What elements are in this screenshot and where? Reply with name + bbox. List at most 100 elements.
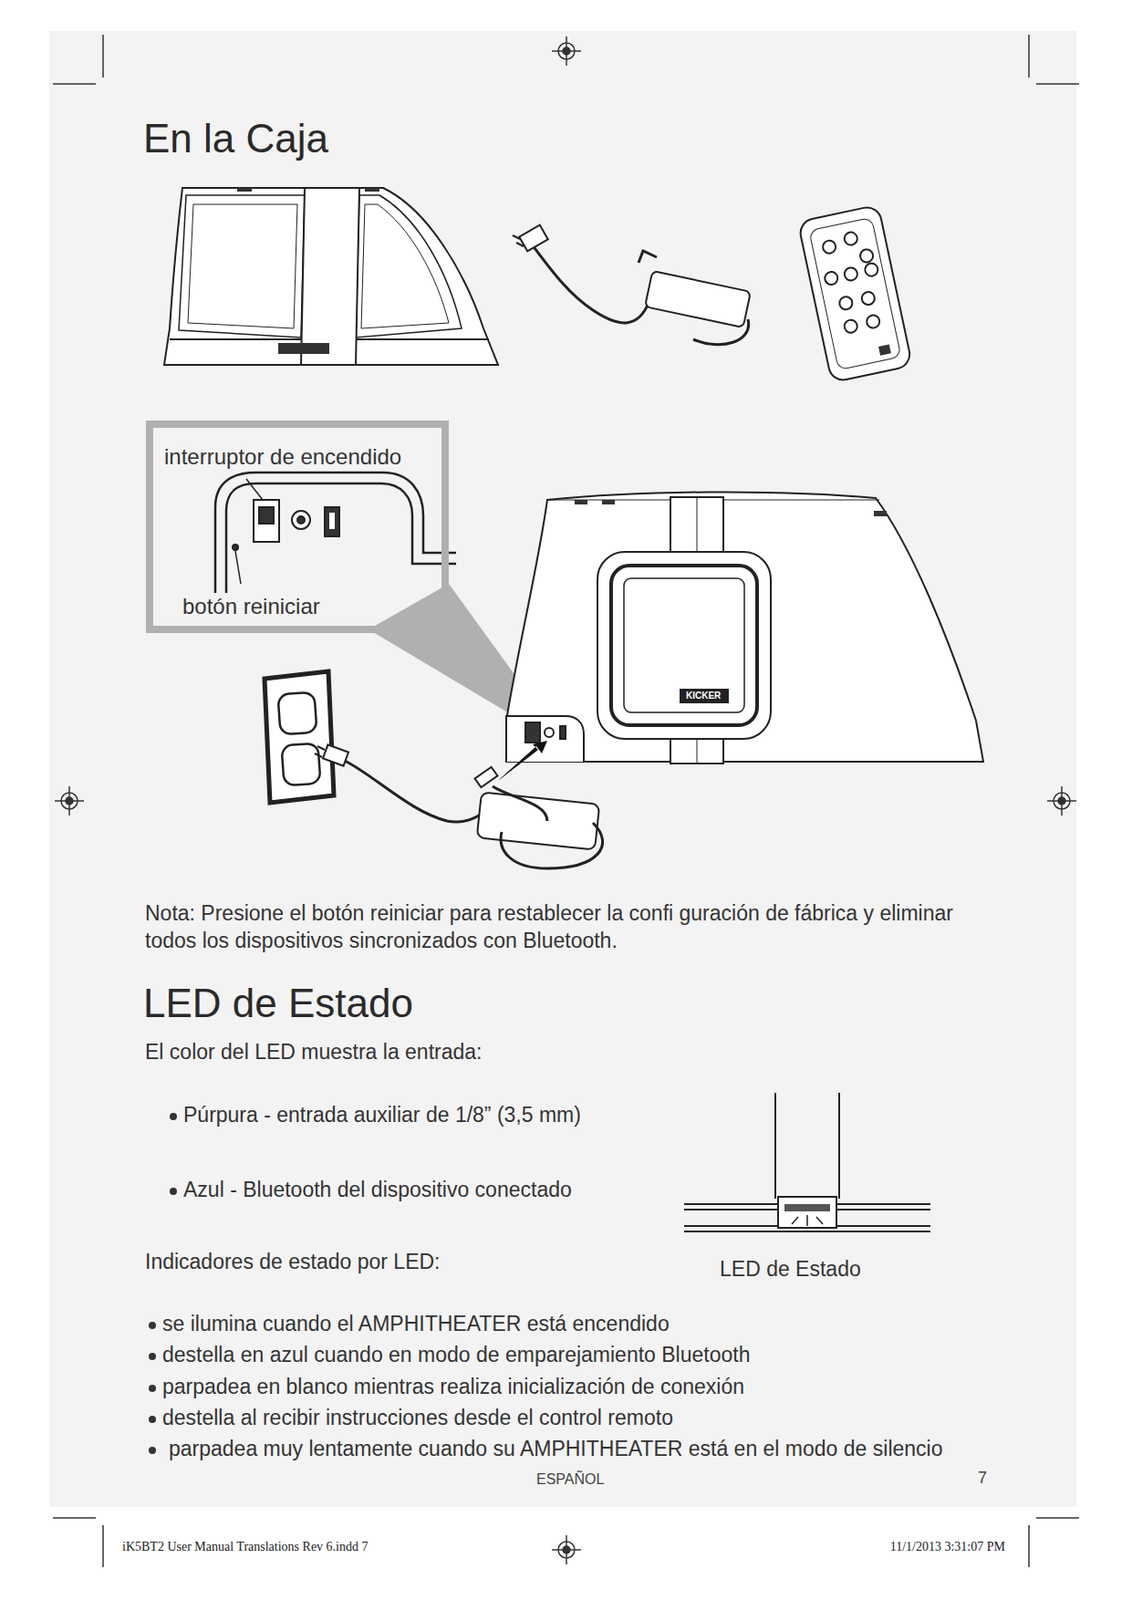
drawing-line [684,1208,780,1211]
drawing-rect [623,578,745,713]
bullet-dot [169,1187,177,1195]
drawing-rect [597,551,771,739]
input-item: Azul - Bluetooth del dispositivo conecta… [183,1177,572,1204]
drawing-line [684,1203,780,1205]
drawing-circle [821,238,838,255]
drawing-rect [281,743,322,787]
drawing-rect [611,565,758,726]
drawing-rect [878,343,892,355]
drawing-path [500,822,603,869]
bullet-dot [169,1112,177,1121]
drawing-circle [842,230,859,247]
drawing-rect [329,512,335,530]
drawing-rect [278,692,318,736]
drawing-line [834,1208,931,1211]
drawing-rect [809,217,902,370]
front-speaker [164,187,499,365]
wall-outlet [264,671,334,803]
note-text: Nota: Presione el botón reiniciar para r… [145,899,971,956]
drawing-rect [519,225,549,252]
drawing-path [301,187,360,365]
page-heading: En la Caja [143,114,329,164]
drawing-circle [838,295,854,312]
callout-box: interruptor de encendido botón reiniciar [145,420,449,634]
drawing-path [506,491,984,762]
drawing-path [178,195,305,338]
rear-panel-detail [215,472,457,593]
drawing-circle [544,727,554,738]
drawing-line [834,1225,931,1227]
drawing-path [529,240,650,323]
power-adapter-connected [314,740,603,869]
drawing-line [68,786,71,816]
drawing-path [361,204,449,329]
drawing-circle [843,266,860,282]
drawing-line [1036,83,1080,85]
bullet-dot [148,1352,156,1361]
page-number: 7 [977,1468,987,1489]
drawing-line [512,235,520,239]
drawing-line [1060,786,1063,816]
status-item: destella al recibir instrucciones desde … [162,1405,674,1432]
drawing-line [806,1215,809,1226]
remote-control [798,205,913,384]
drawing-line [516,242,524,247]
input-item: Púrpura - entrada auxiliar de 1/8” (3,5 … [183,1102,582,1129]
drawing-line [774,1092,777,1199]
timestamp: 11/1/2013 3:31:07 PM [890,1539,1006,1556]
rear-speaker [506,491,984,764]
crop-marks [52,34,1080,1568]
drawing-path [693,319,749,345]
drawing-circle [863,261,880,278]
drawing-line [314,753,322,758]
drawing-circle [232,544,239,551]
drawing-rect [237,187,252,192]
drawing-line [684,1230,931,1233]
drawing-line [816,1216,823,1225]
drawing-line [52,83,96,85]
part-label: interruptor de encendido [164,444,402,471]
drawing-line [52,1516,96,1519]
drawing-circle [291,510,311,530]
drawing-rect [560,726,566,739]
brand-logo: KICKER [685,690,721,702]
drawing-line [834,1203,931,1205]
drawing-circle [860,290,876,307]
bullet-dot [148,1415,156,1423]
drawing-line [246,478,263,500]
section-heading: LED de Estado [143,979,414,1029]
drawing-line [565,1535,568,1565]
drawing-rect [784,1204,831,1212]
drawing-rect [778,1196,837,1228]
bullet-dot [148,1321,156,1330]
led-figure [684,1092,931,1232]
drawing-line [565,36,568,66]
drawing-line [791,1216,799,1225]
drawing-rect [798,205,913,384]
drawing-path [264,671,334,803]
status-item: destella en azul cuando en modo de empar… [162,1342,750,1369]
drawing-circle [865,313,882,330]
drawing-path [506,716,584,762]
language-footer: ESPAÑOL [536,1470,604,1488]
drawing-line [235,550,241,584]
drawing-line [1028,34,1030,78]
drawing-line [684,1225,780,1227]
drawing-rect [873,510,887,517]
drawing-rect [475,767,499,788]
drawing-path [215,472,457,593]
drawing-circle [297,516,305,524]
part-label: botón reiniciar [182,593,321,621]
drawing-circle [842,318,859,334]
drawing-rect [278,342,330,354]
drawing-path [164,187,499,365]
power-adapter [512,225,751,345]
drawing-rect [322,744,349,766]
registration-marks [54,36,1077,1565]
drawing-rect [324,507,340,537]
drawing-line [102,1525,104,1568]
drawing-line [317,746,325,750]
drawing-line [838,1092,841,1199]
figure-label: LED de Estado [719,1256,862,1283]
drawing-path [355,195,462,338]
